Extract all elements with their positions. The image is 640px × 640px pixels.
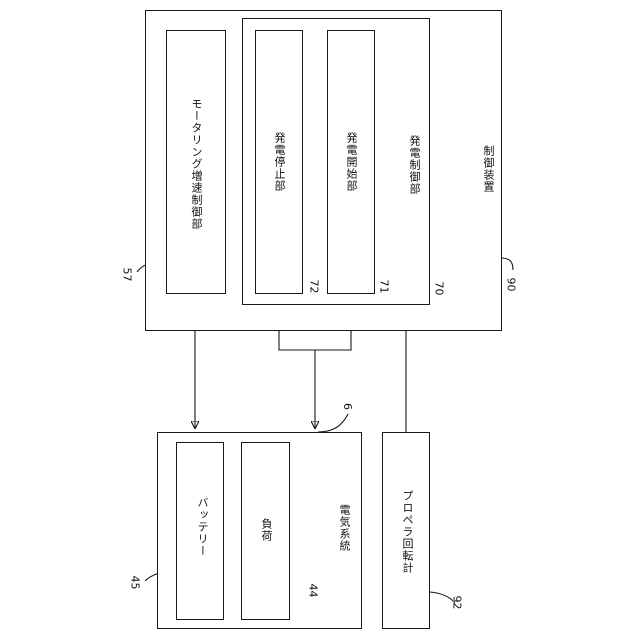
load-label: 負荷 (258, 518, 274, 542)
ref-72: 72 (308, 280, 321, 294)
generation-stop-label: 発電停止部 (271, 132, 287, 192)
ref-57: 57 (121, 268, 134, 282)
leader-6 (318, 414, 348, 432)
ref-92: 92 (451, 596, 464, 610)
motoring-control-label: モータリング増速制御部 (188, 98, 204, 230)
ref-45: 45 (129, 576, 142, 590)
generation-control-label: 発電制御部 (406, 135, 422, 195)
ref-90: 90 (505, 278, 518, 292)
leader-90 (501, 258, 513, 270)
ref-6: 6 (341, 403, 354, 410)
propeller-counter-label: プロペラ回転計 (399, 490, 415, 574)
battery-label: バッテリー (194, 497, 210, 557)
generation-start-label: 発電開始部 (343, 132, 359, 192)
ref-70: 70 (433, 282, 446, 296)
control-device-label: 制御装置 (480, 145, 496, 193)
electrical-system-label: 電気系統 (336, 504, 352, 552)
ref-44: 44 (307, 584, 320, 598)
ref-71: 71 (378, 280, 391, 294)
